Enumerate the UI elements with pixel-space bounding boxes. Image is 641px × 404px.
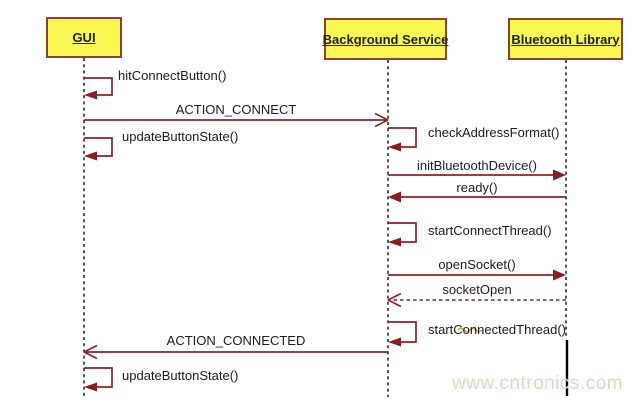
actor-box-background-service: Background Service <box>322 18 449 60</box>
arrow-action-connected <box>83 344 388 360</box>
actor-box-bluetooth-library: Bluetooth Library <box>508 18 623 60</box>
message-label-updatebuttonstate-2: updateButtonState() <box>122 368 239 383</box>
arrow-ready <box>388 191 566 203</box>
message-label-action-connected: ACTION_CONNECTED <box>166 333 306 348</box>
message-label-hitconnectbutton: hitConnectButton() <box>118 68 227 83</box>
actor-box-gui: GUI <box>46 17 122 58</box>
watermark: www.cntronics.com <box>452 373 624 394</box>
arrow-initbluetoothdevice <box>388 169 566 181</box>
arrow-action-connect <box>84 112 389 128</box>
arrow-self-hitconnectbutton <box>84 77 113 100</box>
message-label-initbluetoothdevice: initBluetoothDevice() <box>417 158 537 173</box>
message-label-checkaddressformat: checkAddressFormat() <box>428 125 560 140</box>
lifeline-bluetooth-library <box>565 60 569 396</box>
message-label-opensocket: openSocket() <box>438 257 516 272</box>
message-label-socketopen: socketOpen <box>442 282 512 297</box>
actor-label-background-service: Background Service <box>322 31 449 47</box>
spellcheck-squiggle <box>457 327 483 333</box>
arrow-self-startconnectthread <box>388 222 417 247</box>
arrow-socketopen <box>387 292 566 308</box>
arrow-self-checkaddressformat <box>388 127 417 152</box>
actor-label-bluetooth-library: Bluetooth Library <box>511 31 620 47</box>
actor-label-gui: GUI <box>72 30 96 45</box>
message-label-updatebuttonstate-1: updateButtonState() <box>122 129 239 144</box>
arrow-self-updatebuttonstate-1 <box>84 137 113 161</box>
message-label-startconnectedthread: startConnectedThread() <box>428 322 567 337</box>
message-label-ready: ready() <box>456 180 498 195</box>
message-label-startconnectthread: startConnectThread() <box>428 223 552 238</box>
arrow-opensocket <box>388 269 566 281</box>
arrow-self-startconnectedthread <box>388 321 417 347</box>
message-label-action-connect: ACTION_CONNECT <box>175 102 297 117</box>
arrow-self-updatebuttonstate-2 <box>84 367 113 392</box>
